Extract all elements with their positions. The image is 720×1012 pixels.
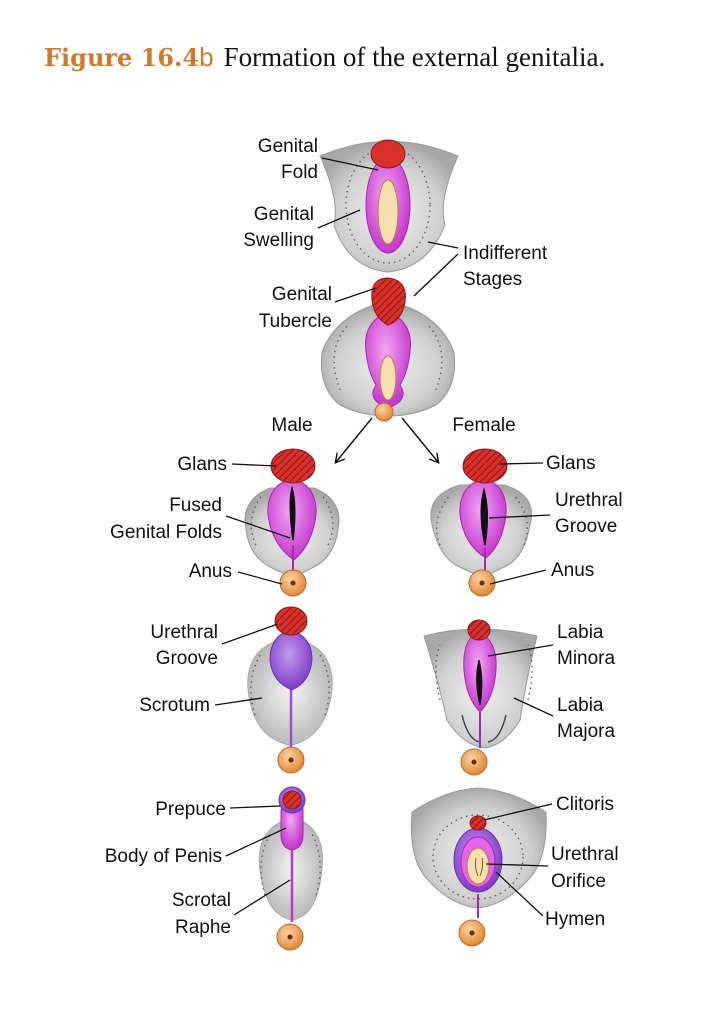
male-stage-3 xyxy=(258,786,324,951)
leader-scrotal-raphe xyxy=(233,879,291,916)
leader-female-anus xyxy=(489,569,547,585)
urethral-groove-shape-female xyxy=(480,487,488,546)
leader-female-urethral-groove xyxy=(488,514,551,519)
labia-majora-inner-lines xyxy=(461,714,507,743)
label-genital-swelling-2: Swelling xyxy=(243,230,314,251)
figure-letter: b xyxy=(199,42,214,72)
female-stage-3 xyxy=(410,787,547,947)
labia-stipple xyxy=(435,644,533,701)
leader-indifferent-2 xyxy=(413,253,459,297)
label-male-urethral-groove-1: Urethral xyxy=(150,622,218,643)
figure-title: Figure 16.4b Formation of the external ge… xyxy=(44,42,605,73)
label-labia-minora-1: Labia xyxy=(557,622,604,643)
label-scrotum: Scrotum xyxy=(139,695,210,716)
arrow-to-male xyxy=(334,417,373,464)
label-female-urethral-groove-1: Urethral xyxy=(555,490,623,511)
label-fused-genital-folds-1: Fused xyxy=(169,495,222,516)
label-indifferent-1: Indifferent xyxy=(463,243,548,264)
male-stage-2 xyxy=(247,606,333,774)
anus-center-female-1 xyxy=(479,580,485,586)
label-genital-fold-2: Fold xyxy=(281,162,318,183)
leader-urethral-orifice xyxy=(485,863,549,867)
leader-male-glans xyxy=(231,463,277,467)
leader-body-of-penis xyxy=(225,827,287,857)
leader-genital-tubercle xyxy=(334,287,377,303)
anus-center-female-2 xyxy=(471,759,477,765)
figure-number: Figure 16.4 xyxy=(44,43,200,72)
labels: Genital Fold Genital Swelling Indifferen… xyxy=(105,136,623,938)
leader-labia-majora xyxy=(513,697,554,717)
label-genital-swelling-1: Genital xyxy=(254,204,314,225)
label-scrotal-raphe-2: Raphe xyxy=(175,917,231,938)
label-indifferent-2: Stages xyxy=(463,269,522,290)
label-genital-tubercle-2: Tubercle xyxy=(259,311,332,332)
female-stage-2 xyxy=(423,619,538,776)
urethral-orifice-detail xyxy=(474,857,484,877)
label-labia-minora-2: Minora xyxy=(557,648,616,669)
leader-hymen xyxy=(495,871,544,917)
glans-shape-male-1 xyxy=(270,448,316,484)
leader-male-urethral-groove xyxy=(221,623,279,645)
label-prepuce: Prepuce xyxy=(155,799,226,820)
leader-clitoris xyxy=(483,803,553,821)
leader-lines xyxy=(214,157,554,917)
anus-center-male-2 xyxy=(288,757,294,763)
urethral-orifice-region xyxy=(466,847,490,885)
vestibule-slit xyxy=(476,659,483,706)
label-genital-fold-1: Genital xyxy=(258,136,318,157)
anus-center-male-1 xyxy=(290,580,296,586)
label-female: Female xyxy=(452,415,515,436)
clitoris-shape-stage-2 xyxy=(467,619,491,641)
label-male: Male xyxy=(271,415,312,436)
male-stage-1 xyxy=(244,448,340,597)
indifferent-stage-2 xyxy=(320,277,456,422)
scrotum-stipple xyxy=(250,651,330,716)
label-hymen: Hymen xyxy=(545,909,605,930)
arrow-to-female xyxy=(401,417,440,464)
leader-female-glans xyxy=(499,462,544,465)
figure-caption: Formation of the external genitalia. xyxy=(223,42,606,72)
anus-shape-indifferent xyxy=(374,402,394,422)
label-labia-majora-2: Majora xyxy=(557,721,616,742)
scrotum-stipple-3 xyxy=(260,833,321,896)
leader-genital-fold xyxy=(321,157,379,171)
clitoris-shape xyxy=(469,815,487,831)
leader-scrotum xyxy=(214,697,263,706)
leader-prepuce xyxy=(229,805,281,809)
urogenital-groove-shape xyxy=(377,179,399,245)
label-urethral-orifice-2: Orifice xyxy=(551,871,606,892)
label-female-anus: Anus xyxy=(551,560,594,581)
glans-shape-male-3 xyxy=(282,790,302,810)
label-scrotal-raphe-1: Scrotal xyxy=(172,890,231,911)
genital-tubercle-shape-2 xyxy=(371,277,406,326)
indifferent-stage-1 xyxy=(319,139,459,273)
label-labia-majora-1: Labia xyxy=(557,695,604,716)
female-stage-1 xyxy=(430,448,532,597)
label-female-urethral-groove-2: Groove xyxy=(555,516,617,537)
leader-genital-swelling xyxy=(317,209,361,229)
anus-center-female-3 xyxy=(469,930,475,936)
urogenital-groove-shape-2 xyxy=(379,355,397,401)
glans-shape-male-2 xyxy=(274,606,308,636)
glans-shape-female-1 xyxy=(462,448,508,484)
label-urethral-orifice-1: Urethral xyxy=(551,844,619,865)
leader-male-anus xyxy=(237,571,283,585)
label-clitoris: Clitoris xyxy=(556,794,614,815)
anus-center-male-3 xyxy=(287,934,293,940)
label-fused-genital-folds-2: Genital Folds xyxy=(110,522,222,543)
label-genital-tubercle-1: Genital xyxy=(272,284,332,305)
genital-tubercle-shape xyxy=(370,139,406,169)
label-female-glans: Glans xyxy=(546,453,596,474)
leader-indifferent-1a xyxy=(427,241,459,249)
label-male-urethral-groove-2: Groove xyxy=(156,648,218,669)
perineum-stipple xyxy=(432,814,524,900)
label-male-anus: Anus xyxy=(189,561,232,582)
leader-fused-genital-folds xyxy=(225,515,291,539)
label-male-glans: Glans xyxy=(177,454,227,475)
label-body-of-penis: Body of Penis xyxy=(105,846,222,867)
leader-labia-minora xyxy=(487,644,554,657)
urethral-slit-male-1 xyxy=(289,485,296,541)
